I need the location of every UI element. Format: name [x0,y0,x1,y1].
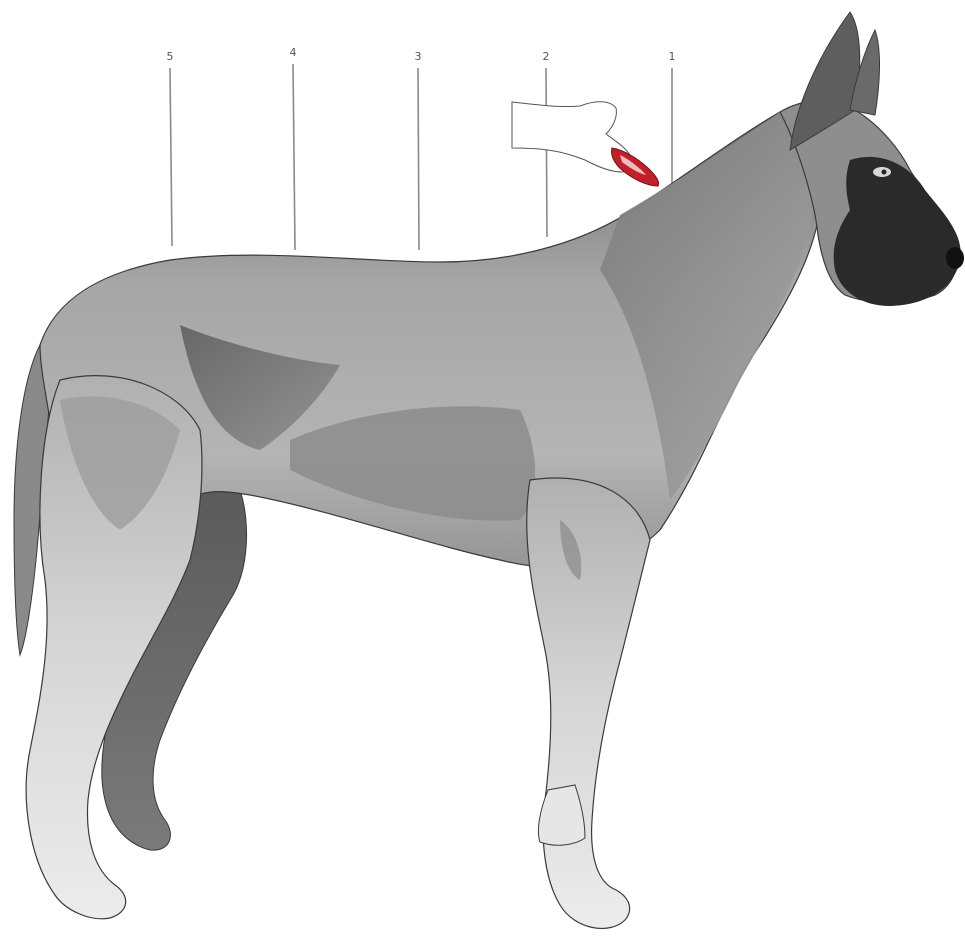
marker-label-2: 2 [543,50,550,63]
hand-pinching-skin [512,102,659,186]
marker-label-5: 5 [167,50,174,63]
marker-label-4: 4 [290,46,297,59]
marker-1: 1 [669,50,676,190]
marker-5: 5 [167,50,174,246]
nose [946,247,964,269]
marker-4: 4 [290,46,297,250]
marker-label-3: 3 [415,50,422,63]
muzzle [834,157,961,306]
hand [512,102,632,172]
marker-label-1: 1 [669,50,676,63]
near-front-leg [527,478,650,928]
pupil [882,170,887,175]
marker-3: 3 [415,50,422,250]
